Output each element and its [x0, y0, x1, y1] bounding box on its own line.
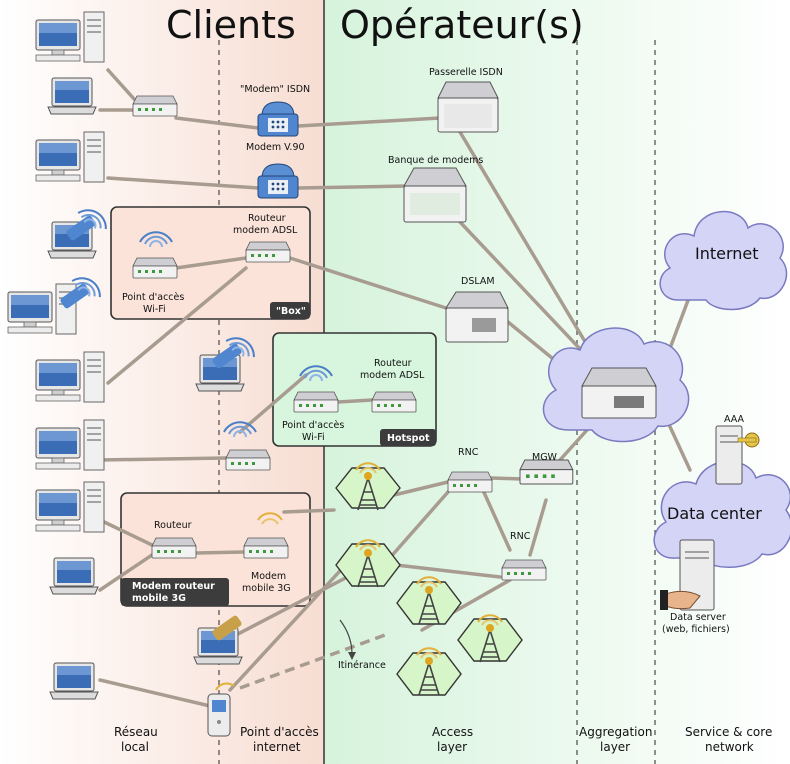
adsl-router-icon: [371, 391, 417, 413]
access-layer-cells: [335, 462, 523, 696]
zone-local-network-line2: local: [121, 740, 149, 754]
modem-bank-label: Banque de modems: [388, 155, 483, 166]
zone-service-core-line2: network: [705, 740, 754, 754]
v90-modem-label: Modem V.90: [246, 142, 305, 153]
wifi-adapter-icon: [60, 283, 90, 309]
box-tag: [270, 302, 310, 319]
laptop-icon: [49, 662, 99, 700]
isdn-gateway: [437, 81, 499, 133]
data-server: [660, 539, 715, 611]
zone-service-core-line1: Service & core: [685, 725, 772, 739]
zone-internet-access-point-line2: internet: [253, 740, 301, 754]
wireless-adapters: [60, 203, 260, 641]
zone-aggregation-layer-line2: layer: [600, 740, 630, 754]
modem-3g-router-tag-line1: Modem routeur: [132, 581, 215, 592]
roaming-arrowhead: [348, 652, 356, 660]
data-server-label-line2: (web, fichiers): [662, 624, 730, 635]
dslam-label: DSLAM: [461, 276, 495, 287]
rnc-icon: [501, 559, 547, 581]
clients-heading: Clients: [166, 3, 296, 47]
zone-aggregation-layer-line1: Aggregation: [579, 725, 652, 739]
zone-local-network-line1: Réseau: [114, 725, 158, 739]
isdn-modem-label: "Modem" ISDN: [240, 84, 310, 95]
zone-internet-access-point-line1: Point d'accès: [240, 725, 319, 739]
rnc-icon: [447, 471, 493, 493]
modem-3g-label-line1: Modem: [251, 571, 286, 582]
modem-3g-router-tag-line2: mobile 3G: [132, 593, 186, 604]
3g-adapter-icon: [212, 615, 242, 641]
wifi-ap-box-label-line1: Point d'accès: [122, 292, 184, 303]
roaming-arrow: [339, 619, 353, 655]
operators-heading: Opérateur(s): [340, 3, 584, 47]
rnc-top-label: RNC: [458, 447, 479, 458]
internet-cloud: [659, 211, 788, 311]
hotspot-tag-label: Hotspot: [387, 433, 430, 444]
mgw-icon: [519, 459, 574, 485]
wifi-ap-hotspot-label-line2: Wi-Fi: [302, 432, 325, 443]
wifi-adapter-icon: [66, 215, 96, 241]
3g-modem-icon: [243, 537, 289, 559]
roaming-label: Itinérance: [338, 660, 386, 671]
laptop-icon: [49, 557, 99, 595]
wifi-access-point-icon: [293, 391, 339, 413]
isdn-gateway-label: Passerelle ISDN: [429, 67, 503, 78]
modem-3g-label-line2: mobile 3G: [242, 583, 291, 594]
wifi-access-point-icon: [225, 449, 271, 471]
aaa-server: [715, 425, 760, 485]
switch-icon: [132, 95, 178, 117]
mgw-label: MGW: [532, 452, 558, 463]
hotspot-group-frame: [272, 332, 437, 447]
internet-cloud-label: Internet: [695, 244, 759, 263]
adsl-router-hotspot-label-line2: modem ADSL: [360, 370, 425, 381]
isdn-modem-icon: [257, 101, 299, 137]
modem-3g-router-tag: [121, 578, 229, 606]
network-devices: [132, 95, 574, 581]
router-3g-label: Routeur: [154, 520, 192, 531]
v90-modem-icon: [257, 163, 299, 199]
aaa-label: AAA: [724, 414, 745, 425]
data-server-label-line1: Data server: [670, 612, 726, 623]
aggregation-router: [581, 367, 657, 419]
adsl-router-hotspot-label-line1: Routeur: [374, 358, 412, 369]
zone-access-layer-line2: layer: [437, 740, 467, 754]
zone-access-layer-line1: Access: [432, 725, 473, 739]
adsl-router-box-label-line1: Routeur: [248, 213, 286, 224]
wifi-ap-box-label-line2: Wi-Fi: [143, 304, 166, 315]
rnc-bottom-label: RNC: [510, 531, 531, 542]
3g-router-icon: [151, 537, 197, 559]
mobile-phone: [207, 682, 235, 737]
laptop-icon: [47, 77, 97, 115]
wifi-ap-hotspot-label-line1: Point d'accès: [282, 420, 344, 431]
hotspot-tag: [380, 429, 436, 446]
adsl-router-icon: [245, 241, 291, 263]
dslam: [445, 291, 509, 343]
wifi-adapter-icon: [212, 343, 242, 369]
box-tag-label: "Box": [276, 306, 306, 317]
data-center-cloud-label: Data center: [667, 504, 762, 523]
adsl-router-box-label-line2: modem ADSL: [233, 225, 298, 236]
modem-bank: [403, 167, 467, 223]
wifi-access-point-icon: [132, 257, 178, 279]
